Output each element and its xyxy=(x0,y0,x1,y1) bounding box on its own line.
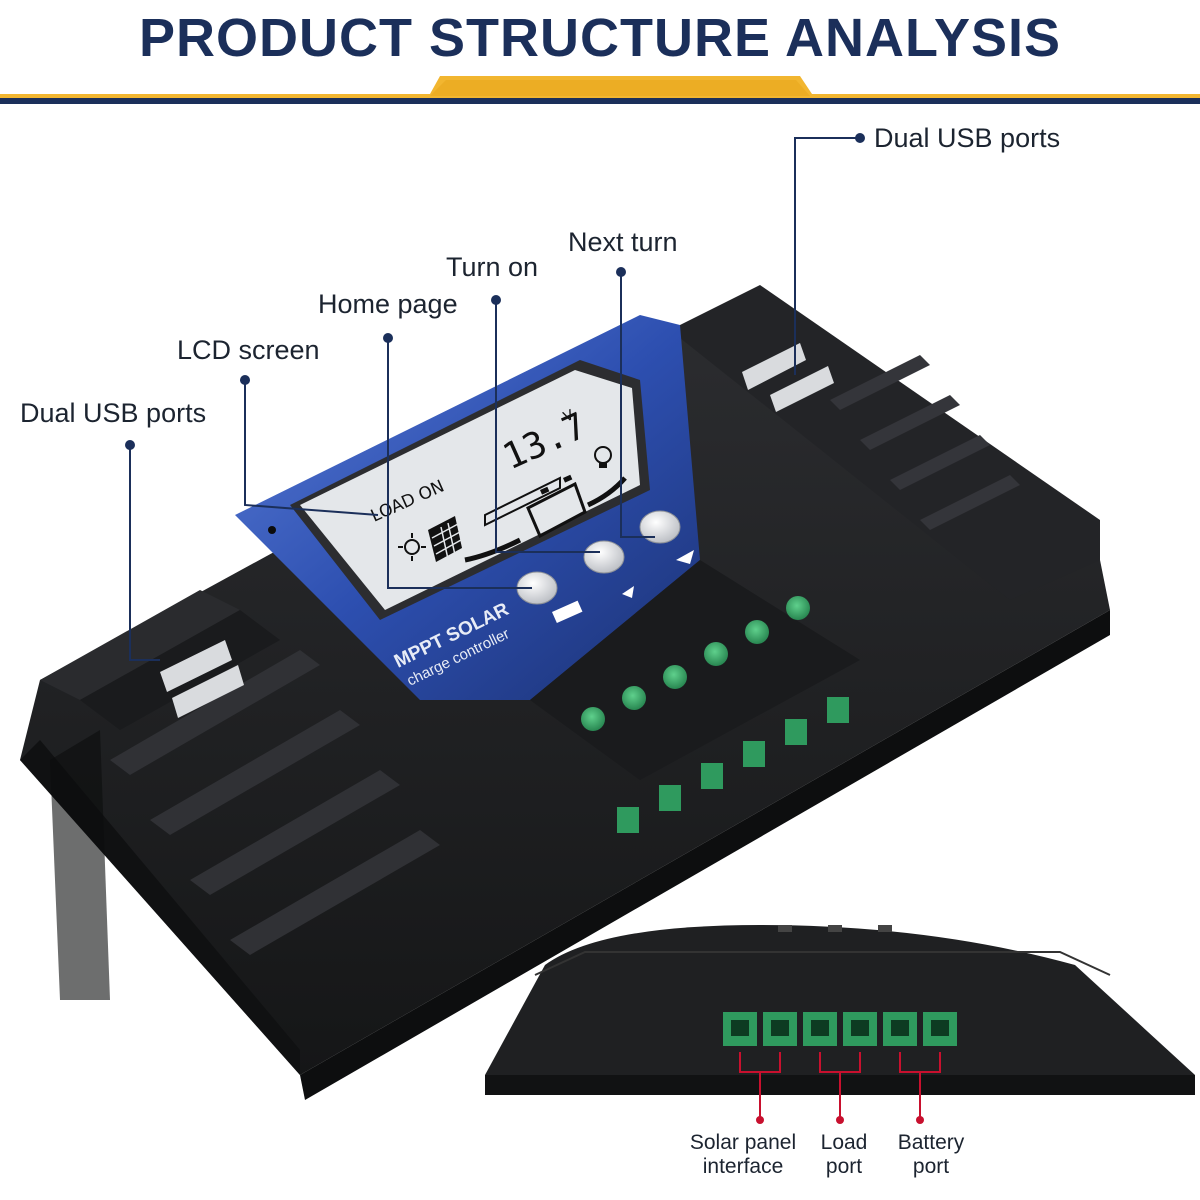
callout-lines xyxy=(129,137,860,661)
bulb-icon xyxy=(594,446,612,468)
label-solar-panel-interface: Solar panel interface xyxy=(689,1131,797,1178)
device-illustration: 13.7 V LOAD ON MPPT SOLAR charge control… xyxy=(20,133,1195,1124)
label-next-turn: Next turn xyxy=(568,227,678,257)
label-dual-usb-right: Dual USB ports xyxy=(874,123,1061,153)
sun-icon xyxy=(398,533,426,561)
controller-side-view xyxy=(485,925,1195,1095)
turn-on-button[interactable] xyxy=(583,540,625,574)
label-home-page: Home page xyxy=(318,289,458,319)
home-button-icon xyxy=(551,600,583,623)
battery-icon xyxy=(526,474,587,539)
terminal-screws-top xyxy=(581,596,810,731)
port-callout-lines xyxy=(739,1052,941,1120)
side-terminals xyxy=(723,1012,957,1046)
load-graph-icon xyxy=(484,476,561,527)
label-load-port: Load port xyxy=(820,1131,868,1178)
terminal-blocks-front xyxy=(617,697,849,833)
solar-panel-icon xyxy=(428,516,462,562)
label-lcd-screen: LCD screen xyxy=(177,335,320,365)
label-dual-usb-left: Dual USB ports xyxy=(20,398,207,428)
label-battery-port: Battery port xyxy=(897,1131,965,1178)
title-decorative-bar xyxy=(0,76,1200,104)
flow-arrow-icon xyxy=(464,537,522,563)
flow-arrow-icon xyxy=(586,476,627,508)
label-turn-on: Turn on xyxy=(446,252,539,282)
up-button-icon xyxy=(622,586,634,598)
lcd-screen: 13.7 V LOAD ON xyxy=(290,360,650,620)
port-callout-dots xyxy=(756,1116,924,1124)
page-title: PRODUCT STRUCTURE ANALYSIS xyxy=(138,8,1062,68)
usb-port-icon xyxy=(742,343,834,412)
next-turn-button[interactable] xyxy=(639,510,681,544)
status-led xyxy=(268,526,276,534)
callout-dots xyxy=(125,133,865,450)
next-button-icon xyxy=(676,550,694,564)
usb-port-icon xyxy=(160,640,244,718)
